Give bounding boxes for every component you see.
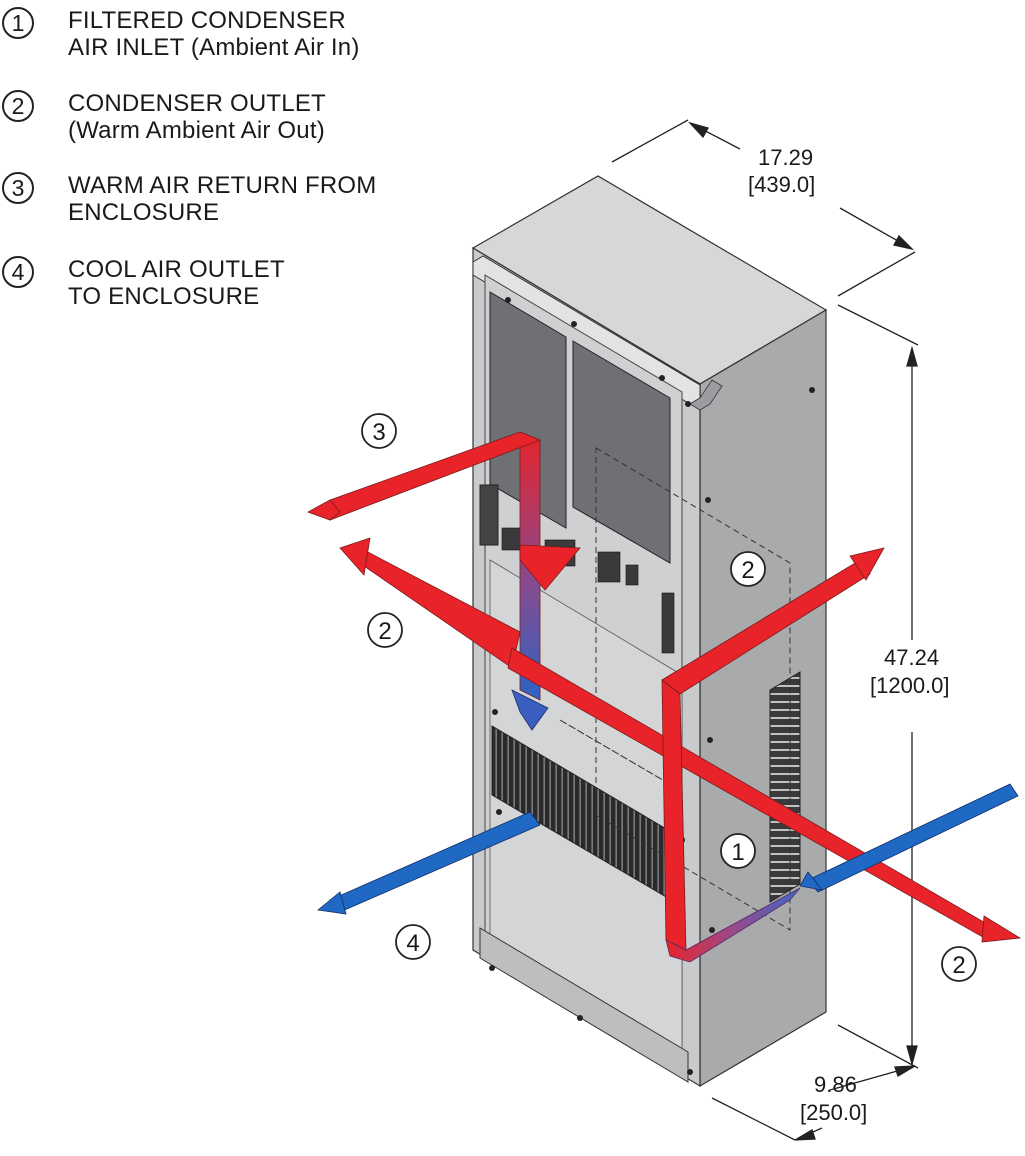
airflow-arrows <box>307 431 1022 963</box>
legend-line: ENCLOSURE <box>68 199 220 226</box>
width-dimension-metric: [439.0] <box>748 172 815 197</box>
legend-line: WARM AIR RETURN FROM <box>68 172 377 199</box>
depth-dimension-imperial: 9.86 <box>814 1072 857 1097</box>
callout-return-left: 3 <box>361 413 397 449</box>
legend-line: FILTERED CONDENSER <box>68 7 346 34</box>
legend-line: AIR INLET (Ambient Air In) <box>68 34 360 61</box>
legend-text-1: FILTERED CONDENSER AIR INLET (Ambient Ai… <box>68 7 360 61</box>
legend-text-4: COOL AIR OUTLET TO ENCLOSURE <box>68 256 285 310</box>
height-dimension-imperial: 47.24 <box>884 645 939 670</box>
callout-number: 3 <box>372 419 385 446</box>
legend-number-3: 3 <box>2 172 34 204</box>
callout-number: 2 <box>378 618 391 645</box>
callout-number: 4 <box>406 930 419 957</box>
dimension-width <box>611 119 916 297</box>
legend-number-4: 4 <box>2 256 34 288</box>
callout-outlet-left: 2 <box>367 612 403 648</box>
height-dimension-metric: [1200.0] <box>870 673 950 698</box>
dimension-depth <box>711 1065 916 1141</box>
callout-number: 2 <box>741 557 754 584</box>
legend-line: COOL AIR OUTLET <box>68 256 285 283</box>
legend-line: TO ENCLOSURE <box>68 283 260 310</box>
callout-outlet-right: 2 <box>941 946 977 982</box>
callout-outlet-side: 2 <box>730 551 766 587</box>
inlet-bottom-arrow <box>665 887 801 963</box>
callout-number: 1 <box>731 839 744 866</box>
legend-text-3: WARM AIR RETURN FROM ENCLOSURE <box>68 172 376 226</box>
legend-line: CONDENSER OUTLET <box>68 90 326 117</box>
callout-cool-outlet: 4 <box>395 924 431 960</box>
legend-text-2: CONDENSER OUTLET (Warm Ambient Air Out) <box>68 90 326 144</box>
callout-inlet: 1 <box>720 833 756 869</box>
width-dimension-imperial: 17.29 <box>758 145 813 170</box>
legend-number-1: 1 <box>2 7 34 39</box>
dimension-height <box>837 304 919 1069</box>
depth-dimension-metric: [250.0] <box>800 1100 867 1125</box>
callout-number: 2 <box>952 952 965 979</box>
legend-number-2: 2 <box>2 90 34 122</box>
legend-line: (Warm Ambient Air Out) <box>68 117 325 144</box>
